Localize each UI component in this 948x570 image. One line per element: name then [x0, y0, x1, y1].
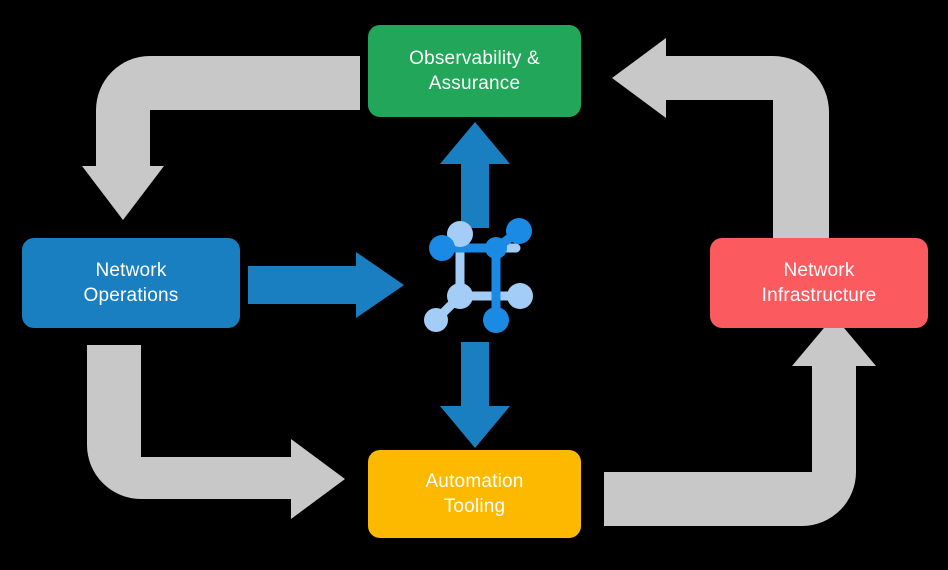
arrow-up-icon: [440, 122, 510, 228]
node-label-operations: Network Operations: [83, 259, 179, 306]
node-label-observability: Observability & Assurance: [409, 47, 540, 94]
node-box-operations[interactable]: Network Operations: [22, 238, 240, 328]
curved-arrow-right-up-icon: [604, 316, 876, 526]
node-box-automation[interactable]: Automation Tooling: [368, 450, 581, 538]
curved-arrow-down-left-icon: [82, 56, 360, 220]
node-box-infrastructure[interactable]: Network Infrastructure: [710, 238, 928, 328]
curved-arrow-up-left-icon: [612, 38, 829, 240]
node-label-infrastructure: Network Infrastructure: [761, 259, 877, 306]
arrow-down-icon: [440, 342, 510, 448]
node-label-automation: Automation Tooling: [425, 470, 524, 517]
arrow-right-icon: [248, 252, 404, 318]
curved-arrow-down-right-icon: [87, 345, 345, 519]
network-graph-icon: [424, 218, 533, 333]
node-box-observability[interactable]: Observability & Assurance: [368, 25, 581, 117]
